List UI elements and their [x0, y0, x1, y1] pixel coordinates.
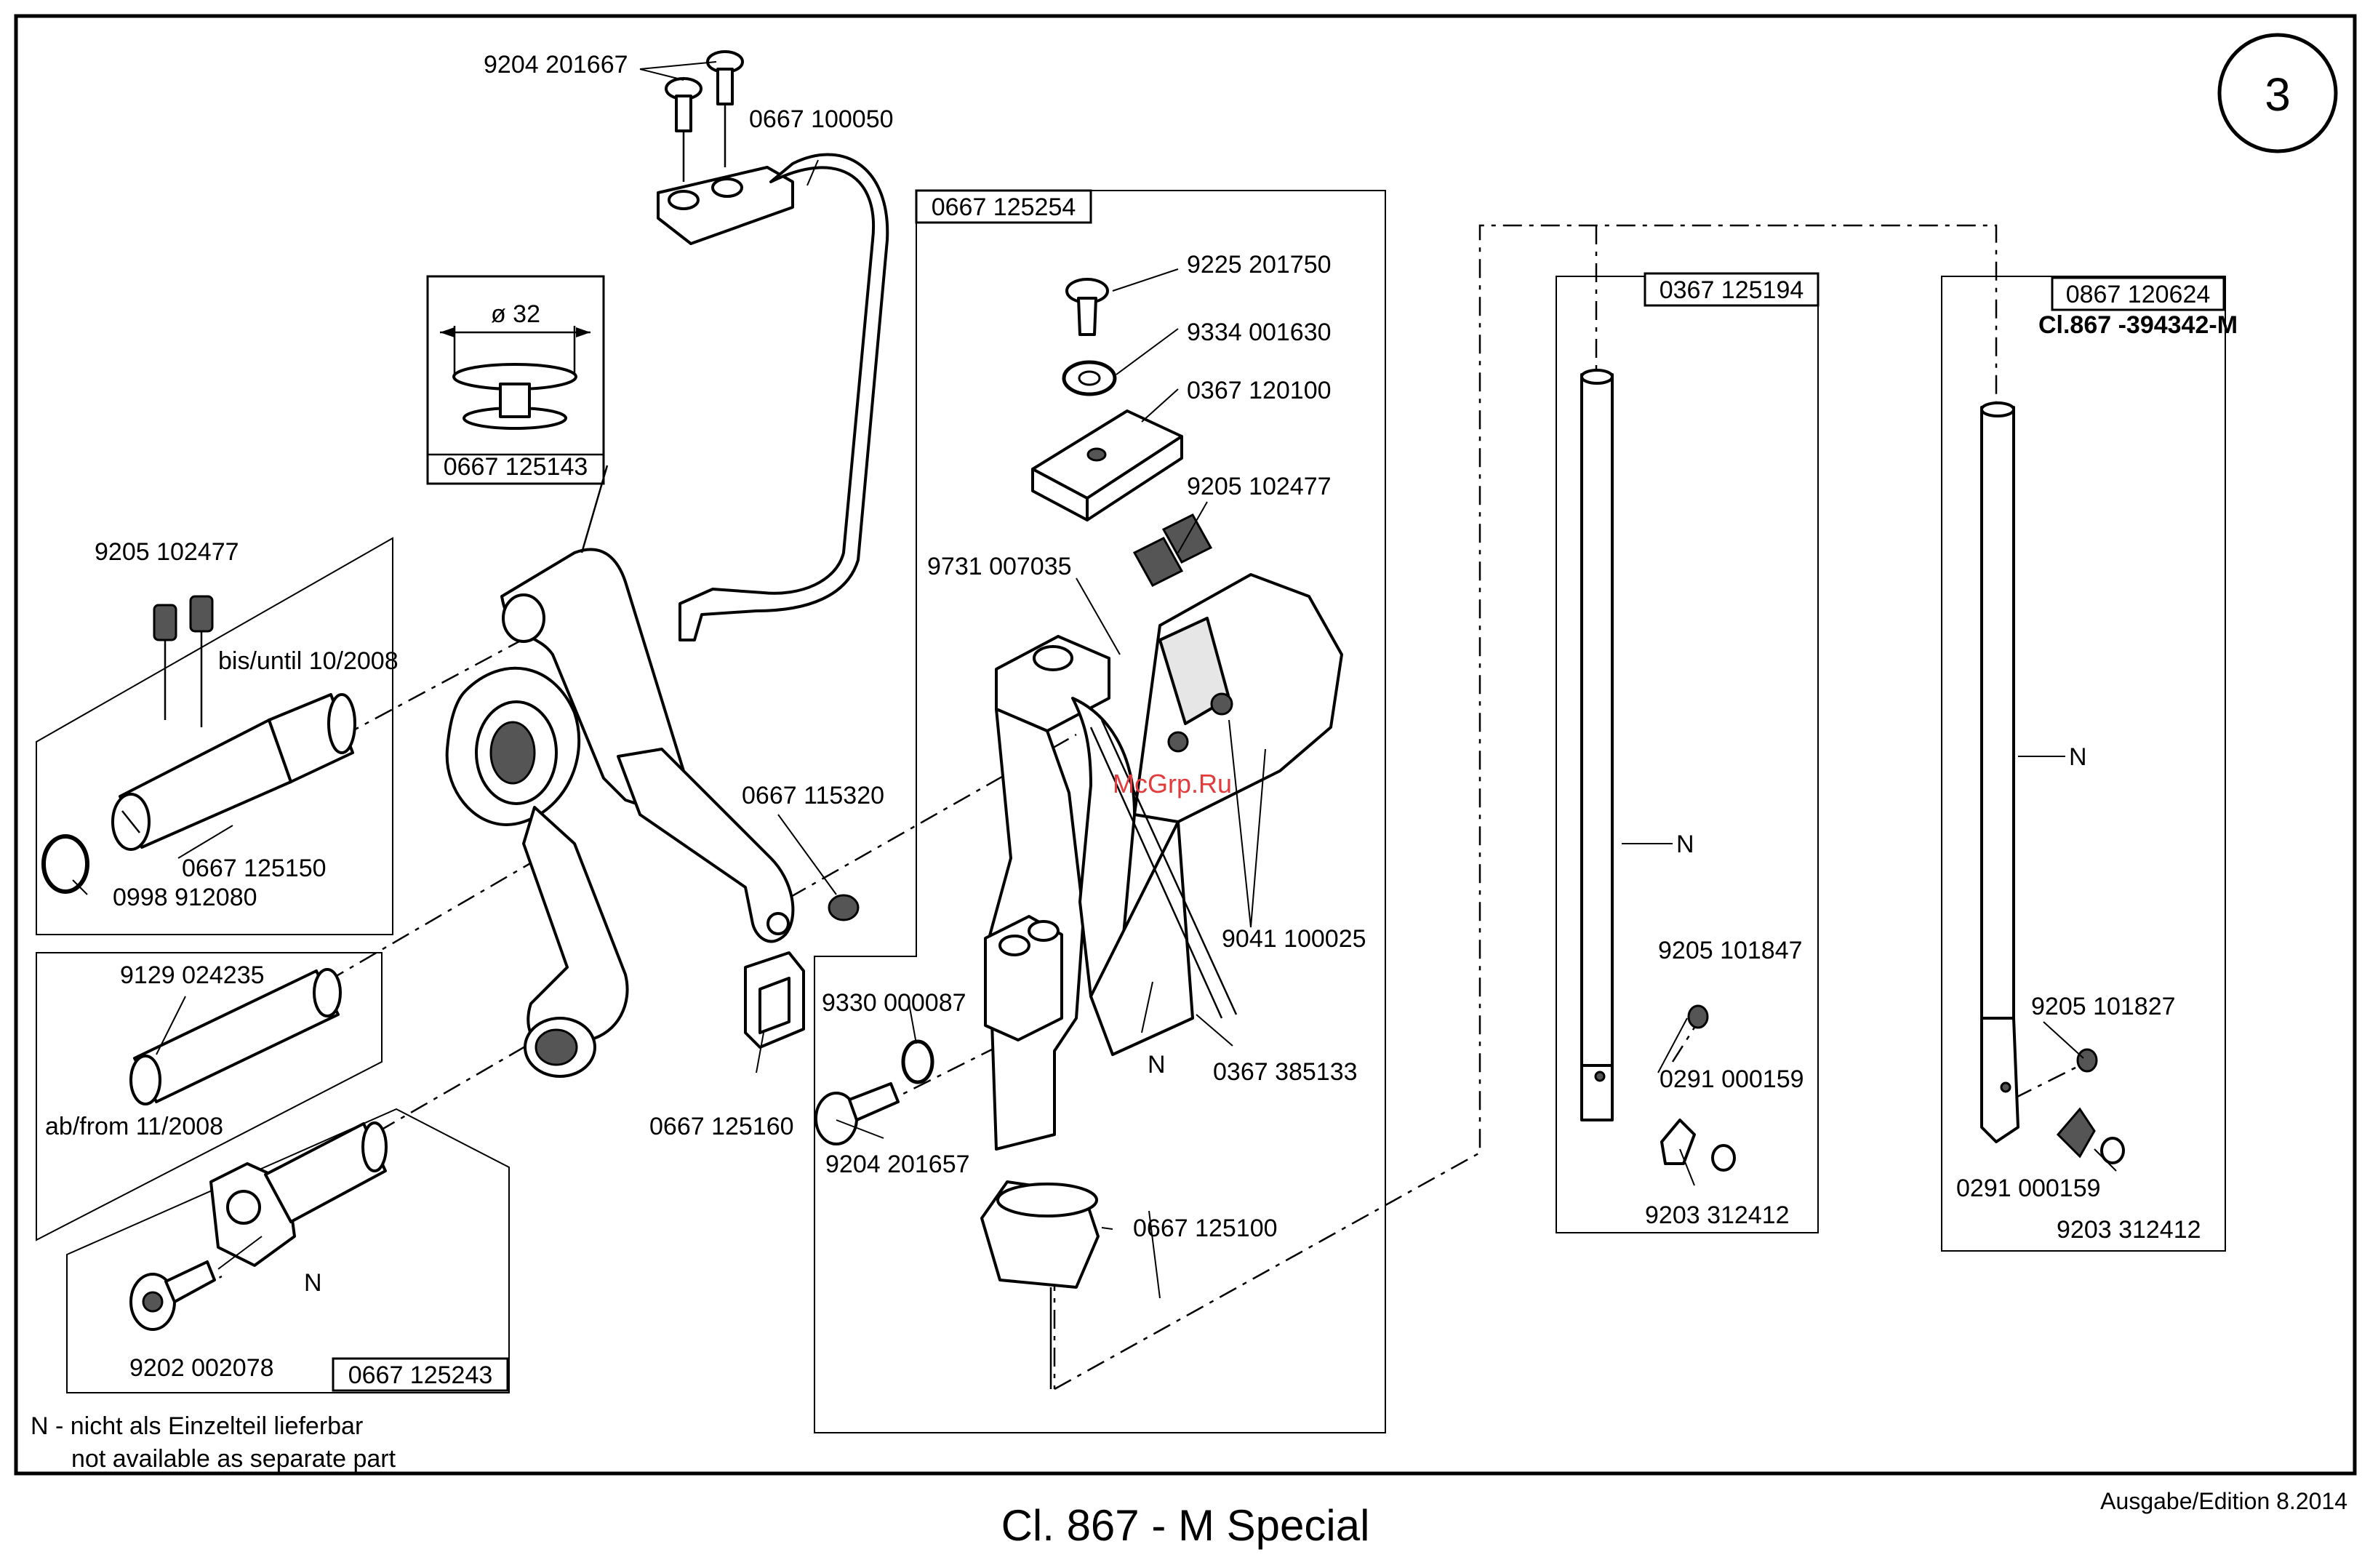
label-9225-201750: 9225 201750 — [1187, 251, 1332, 279]
washer-9334-001630 — [1062, 360, 1117, 396]
label-9334-001630: 9334 001630 — [1187, 319, 1332, 346]
label-0998-912080: 0998 912080 — [113, 884, 257, 911]
label-9041-100025: 9041 100025 — [1222, 925, 1366, 953]
label-0291-000159-a: 0291 000159 — [1660, 1065, 1804, 1093]
label-9204-201667: 9204 201667 — [484, 51, 628, 79]
label-9205-101847: 9205 101847 — [1658, 937, 1803, 964]
page-title: Cl. 867 - M Special — [1001, 1501, 1370, 1550]
dashdot-screw-r1 — [1671, 1021, 1700, 1063]
tag-label-125243: 0667 125243 — [348, 1361, 493, 1389]
label-0667-100050: 0667 100050 — [749, 105, 894, 133]
cap-0667-125100 — [980, 1180, 1100, 1289]
guide-0291-000159-b — [2056, 1107, 2096, 1159]
label-n-center: N — [1148, 1051, 1166, 1079]
label-n-clamp: N — [304, 1269, 322, 1297]
dashdot-left-pin — [163, 853, 546, 1078]
label-0291-000159-b: 0291 000159 — [1956, 1175, 2101, 1202]
lever-0667-100050 — [657, 153, 889, 641]
setscrews-9205-102477-right — [1132, 513, 1213, 587]
tag-0867-120624: 0867 120624 Cl.867 -394342-M — [2038, 276, 2238, 339]
ring-0998-912080 — [41, 834, 89, 894]
washer-9330-000087 — [901, 1039, 934, 1084]
label-9205-102477-right: 9205 102477 — [1187, 473, 1332, 500]
needle-bar-0367-125194 — [1580, 369, 1614, 1121]
screw-9205-101847 — [1687, 1004, 1709, 1029]
needle-bar-frame — [984, 573, 1343, 1151]
label-n-bar1: N — [1676, 831, 1694, 858]
footnote-line1: N - nicht als Einzelteil lieferbar — [31, 1412, 363, 1440]
label-9202-002078: 9202 002078 — [129, 1354, 274, 1382]
pin-9129-024235 — [129, 968, 342, 1105]
clamp-0667-125243 — [209, 1121, 388, 1267]
dimension-label: ø 32 — [491, 300, 540, 328]
crank-assembly — [445, 548, 795, 1078]
note-bis: bis/until 10/2008 — [218, 647, 399, 675]
label-0367-120100: 0367 120100 — [1187, 377, 1332, 404]
tag-label-125254: 0667 125254 — [932, 193, 1076, 221]
group-box-bis — [36, 537, 393, 935]
label-9129-024235: 9129 024235 — [120, 961, 265, 989]
leader-lines — [72, 61, 2117, 1299]
tag-0667-125143: 0667 125143 — [444, 453, 588, 481]
setscrews-9205-102477-left — [153, 595, 214, 641]
watermark: McGrp.Ru — [1113, 769, 1232, 799]
tag-label-125194: 0367 125194 — [1660, 276, 1804, 304]
label-9731-007035: 9731 007035 — [927, 553, 1072, 580]
label-9205-101827: 9205 101827 — [2031, 993, 2176, 1020]
tag-label-125143: 0667 125143 — [444, 453, 588, 481]
tag-label-120624: 0867 120624 — [2066, 281, 2211, 308]
page-number: 3 — [2265, 68, 2291, 121]
note-ab: ab/from 11/2008 — [45, 1113, 223, 1140]
label-0667-125150: 0667 125150 — [182, 855, 327, 882]
label-9203-312412-a: 9203 312412 — [1645, 1201, 1790, 1229]
screw-9204-201667-a — [665, 77, 702, 132]
screw-9204-201667-b — [706, 50, 744, 105]
screw-9205-101827 — [2076, 1048, 2098, 1073]
needle-bar-0867-120624 — [1980, 401, 2019, 1143]
label-0367-385133: 0367 385133 — [1213, 1058, 1358, 1086]
group-box-ab — [36, 952, 383, 1241]
label-9204-201657: 9204 201657 — [825, 1151, 970, 1178]
label-0667-115320: 0667 115320 — [742, 782, 884, 809]
group-box-125243 — [66, 1108, 510, 1393]
tag-0667-125243: 0667 125243 — [332, 1357, 509, 1392]
tag-sublabel-120624: Cl.867 -394342-M — [2038, 311, 2238, 339]
dashdot-center-to-bars — [1054, 224, 1998, 1391]
block-0667-125160 — [744, 951, 805, 1049]
screw-9225-201750 — [1065, 278, 1109, 336]
label-0667-125160: 0667 125160 — [649, 1113, 794, 1140]
dashdot-screw-r2 — [2014, 1064, 2081, 1100]
label-n-bar2: N — [2069, 743, 2087, 771]
tag-0367-125194: 0367 125194 — [1644, 272, 1819, 307]
block-0367-120100 — [1031, 409, 1183, 521]
bushing-0667-115320 — [828, 894, 860, 921]
part-labels: 9204 201667 0667 100050 9225 201750 9334… — [95, 51, 2201, 1382]
bolt-9202-002078 — [129, 1260, 216, 1331]
label-9330-000087: 9330 000087 — [822, 989, 966, 1017]
tag-0667-125254: 0667 125254 — [915, 189, 1092, 224]
page-frame — [14, 14, 2357, 1476]
page-number-badge: 3 — [2217, 33, 2338, 153]
label-0667-125100: 0667 125100 — [1133, 1215, 1278, 1242]
edition-label: Ausgabe/Edition 8.2014 — [2100, 1488, 2347, 1514]
screw-9204-201657 — [814, 1082, 900, 1145]
guide-0291-000159-a — [1660, 1119, 1696, 1165]
label-9205-102477-left: 9205 102477 — [95, 538, 239, 566]
screw-9203-312412-a — [1711, 1144, 1736, 1172]
dimension-detail: ø 32 — [426, 275, 605, 485]
shaft-0667-125150 — [111, 693, 356, 851]
footnote-line2: not available as separate part — [71, 1445, 396, 1473]
screw-9203-312412-b — [2100, 1137, 2125, 1164]
group-box-120624 — [1941, 276, 2226, 1252]
label-9203-312412-b: 9203 312412 — [2057, 1216, 2201, 1244]
